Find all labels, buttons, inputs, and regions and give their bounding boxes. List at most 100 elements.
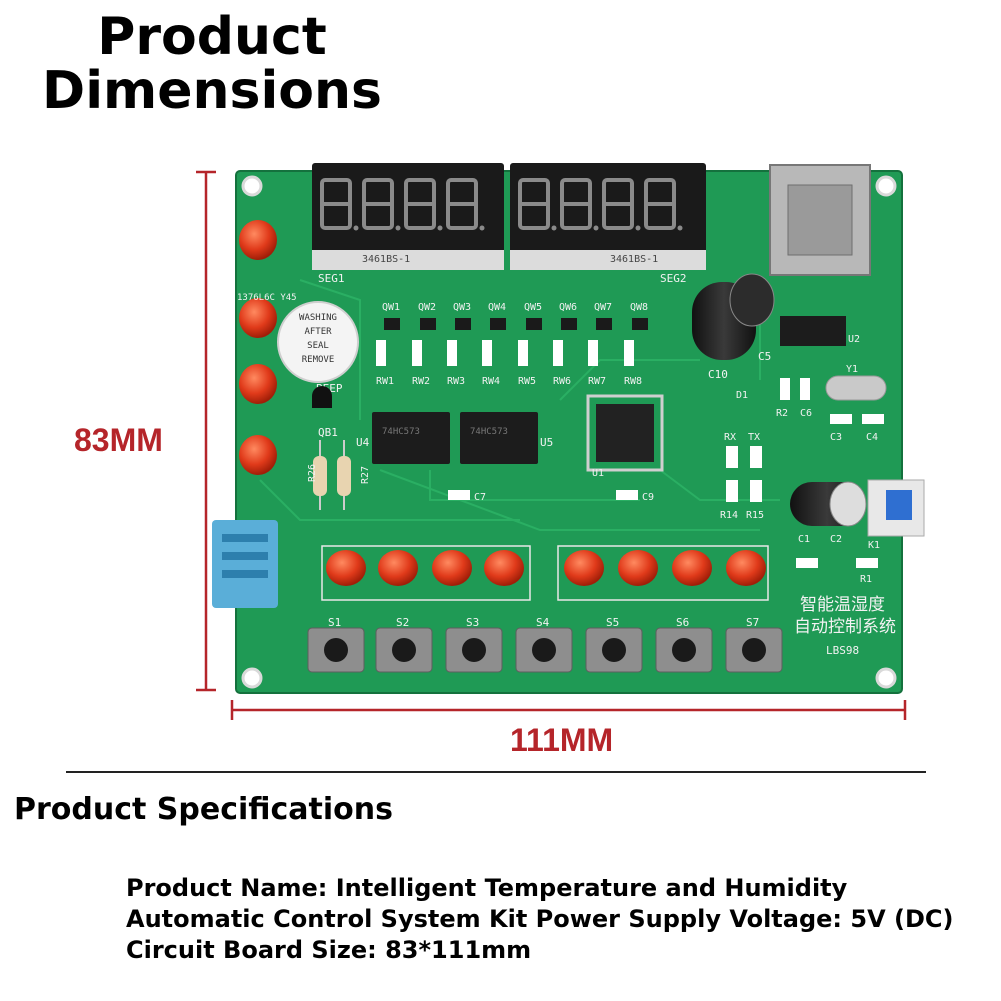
digit-5 <box>518 178 557 231</box>
digit-2 <box>362 178 401 231</box>
mcu-chip-u1 <box>586 394 664 472</box>
digit-1 <box>320 178 359 231</box>
label-rw6: RW6 <box>553 376 571 387</box>
label-qb1: QB1 <box>318 426 338 439</box>
transistor-qw3 <box>455 318 471 330</box>
seven-segment-display-2 <box>510 163 706 270</box>
led-left-1 <box>239 220 277 260</box>
tactile-switch-s6 <box>655 627 713 673</box>
label-s4: S4 <box>536 616 550 629</box>
label-qw2: QW2 <box>418 302 436 313</box>
led-group-box-right <box>557 545 769 601</box>
label-c6: C6 <box>800 408 812 419</box>
led-left-4 <box>239 435 277 475</box>
resistor-rw3 <box>447 340 457 366</box>
transistor-qw8 <box>632 318 648 330</box>
display-part-1: 3461BS-1 <box>362 254 410 265</box>
label-rw7: RW7 <box>588 376 606 387</box>
label-rw1: RW1 <box>376 376 394 387</box>
board-title-line-2: 自动控制系统 <box>794 617 896 637</box>
cap-c7 <box>448 490 470 500</box>
label-rw2: RW2 <box>412 376 430 387</box>
label-c9: C9 <box>642 492 654 503</box>
label-rw4: RW4 <box>482 376 500 387</box>
label-c1: C1 <box>798 534 810 545</box>
tactile-switch-s2 <box>375 627 433 673</box>
transistor-qw1 <box>384 318 400 330</box>
label-c3: C3 <box>830 432 842 443</box>
resistor-r2 <box>800 378 810 400</box>
led-bottom-1 <box>326 550 366 586</box>
led-bottom-8 <box>726 550 766 586</box>
diode-d1 <box>780 378 790 400</box>
transistor-qw7 <box>596 318 612 330</box>
label-c7: C7 <box>474 492 486 503</box>
transistor-qw6 <box>561 318 577 330</box>
buzzer-text-2: SEAL <box>307 341 329 351</box>
status-leds-bottom <box>326 550 766 586</box>
label-u2: U2 <box>848 334 860 345</box>
label-c2: C2 <box>830 534 842 545</box>
cap-c9 <box>616 490 638 500</box>
resistor-rw7 <box>588 340 598 366</box>
digit-6 <box>560 178 599 231</box>
transistor-qw5 <box>526 318 542 330</box>
label-qw4: QW4 <box>488 302 506 313</box>
digit-8 <box>644 178 683 231</box>
label-qw5: QW5 <box>524 302 542 313</box>
label-top-left: 1376L6C Y45 <box>237 293 297 303</box>
buzzer-text-1: REMOVE <box>302 355 335 365</box>
crystal-y1 <box>825 375 887 401</box>
display-part-2: 3461BS-1 <box>610 254 658 265</box>
page-title: Product Dimensions <box>22 10 402 118</box>
title-line-1: Product <box>97 7 327 67</box>
label-k1: K1 <box>868 540 880 551</box>
tactile-switch-s5 <box>585 627 643 673</box>
tactile-switch-s4 <box>515 627 573 673</box>
label-seg2: SEG2 <box>660 272 687 285</box>
led-group-box-left <box>321 545 531 601</box>
label-c5: C5 <box>758 350 771 363</box>
led-bottom-6 <box>618 550 658 586</box>
label-s7: S7 <box>746 616 759 629</box>
digit-7 <box>602 178 641 231</box>
label-qw6: QW6 <box>559 302 577 313</box>
label-rw3: RW3 <box>447 376 465 387</box>
label-qw3: QW3 <box>453 302 471 313</box>
led-bottom-2 <box>378 550 418 586</box>
small-component <box>796 558 818 568</box>
label-r26: R26 <box>307 464 318 482</box>
buzzer-text-3: AFTER <box>304 327 332 337</box>
label-y1: Y1 <box>846 364 858 375</box>
specifications-heading: Product Specifications <box>14 792 393 827</box>
cap-c3 <box>830 414 852 424</box>
title-line-2: Dimensions <box>42 61 382 121</box>
resistor-r14 <box>726 480 738 502</box>
led-bottom-7 <box>672 550 712 586</box>
digit-4 <box>446 178 485 231</box>
label-s3: S3 <box>466 616 479 629</box>
led-tx <box>750 446 762 468</box>
transistor-qb1 <box>312 386 332 408</box>
display-digits <box>320 178 683 231</box>
height-dimension-label: 83MM <box>74 422 163 458</box>
label-rw5: RW5 <box>518 376 536 387</box>
qw-transistors: QW1RW1QW2RW2QW3RW3QW4RW4QW5RW5QW6RW6QW7R… <box>376 302 648 387</box>
resistor-rw1 <box>376 340 386 366</box>
label-s6: S6 <box>676 616 689 629</box>
chip-u5: 74HC573 <box>460 412 538 464</box>
label-s1: S1 <box>328 616 341 629</box>
mounting-holes <box>241 175 897 689</box>
tactile-switch-s3 <box>445 627 503 673</box>
label-qw1: QW1 <box>382 302 400 313</box>
label-rw8: RW8 <box>624 376 642 387</box>
label-seg1: SEG1 <box>318 272 345 285</box>
section-divider <box>66 771 926 773</box>
chip-u5-marking: 74HC573 <box>470 427 508 437</box>
label-r27: R27 <box>360 466 371 484</box>
power-switch-k1 <box>867 479 925 537</box>
label-r14: R14 <box>720 510 738 521</box>
led-left-3 <box>239 364 277 404</box>
buzzer-text-4: WASHING <box>299 313 337 323</box>
